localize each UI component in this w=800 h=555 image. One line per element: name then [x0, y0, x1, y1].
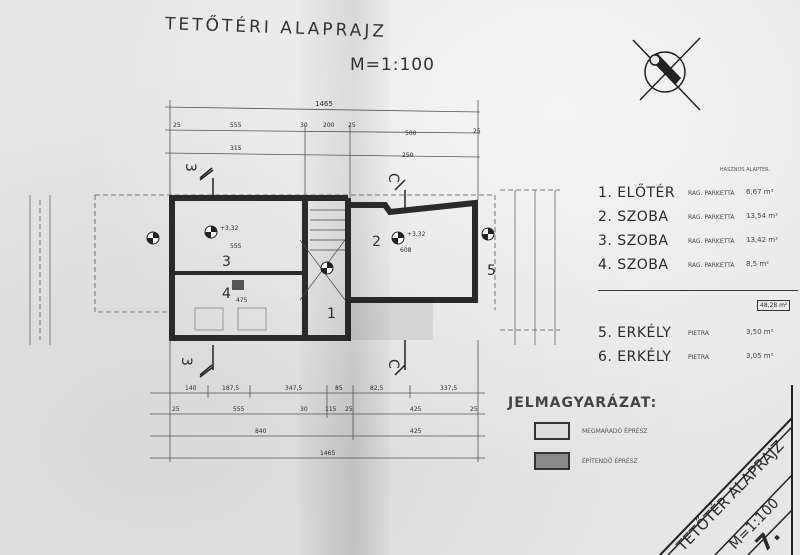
level-label: +3,32 [407, 231, 426, 238]
room-number-3: 3 [222, 254, 231, 270]
legend-swatch-new [534, 452, 570, 470]
balcony-material: PIETRA [688, 330, 709, 337]
dim-top: 25 [173, 122, 181, 129]
room-material: RAG. PARKETTA [688, 238, 735, 245]
dim-top: 555 [230, 122, 242, 129]
dim-bottom: 25 [172, 406, 180, 413]
legend-swatch-existing [534, 422, 570, 440]
dim-bottom: 25 [470, 406, 478, 413]
balcony-area: 3,50 m² [746, 328, 774, 336]
schedule-row: 4. SZOBA RAG. PARKETTA 8,5 m² [598, 257, 798, 281]
legend-label: ÉPÍTENDŐ ÉPRÉSZ [582, 458, 638, 465]
legend-title: JELMAGYARÁZAT: [508, 395, 658, 411]
bed-outline [194, 307, 224, 331]
dim-top: 250 [402, 152, 414, 159]
room-number-5: 5 [487, 263, 496, 279]
total-area: 48,28 m² [757, 300, 791, 311]
section-marker [199, 167, 406, 378]
section-label: 3 [178, 357, 194, 366]
dim-bottom: 337,5 [440, 385, 457, 392]
room-area: 6,67 m² [746, 188, 774, 196]
room-name: 4. SZOBA [598, 257, 669, 273]
schedule-row: 3. SZOBA RAG. PARKETTA 13,42 m² [598, 233, 798, 257]
room-name: 1. ELŐTÉR [598, 185, 676, 201]
roof-outline [39, 189, 560, 340]
room-material: RAG. PARKETTA [688, 214, 735, 221]
dim-bottom: 187,5 [222, 385, 239, 392]
dim-top: 200 [323, 122, 335, 129]
north-arrow-icon [632, 37, 701, 111]
bed-outline [237, 307, 267, 331]
dim-bottom: 555 [233, 406, 245, 413]
dim-bottom: 840 [255, 428, 267, 435]
schedule-header: HASZNOS ALAPTER. [719, 167, 770, 173]
level-label: +3,32 [220, 225, 239, 232]
room-dimension: 608 [400, 247, 412, 254]
walls [169, 195, 478, 341]
dim-top: 25 [473, 128, 481, 135]
room-dimension: 555 [230, 243, 242, 250]
dim-top: 500 [405, 130, 417, 137]
dim-bottom: 425 [410, 406, 422, 413]
balcony-name: 6. ERKÉLY [598, 349, 672, 365]
dim-bottom: 115 [325, 406, 337, 413]
dim-overall-top: 1465 [315, 100, 333, 108]
room-number-2: 2 [372, 234, 381, 250]
room-area: 13,54 m² [746, 212, 778, 220]
schedule-row: 5. ERKÉLY PIETRA 3,50 m² [598, 325, 798, 349]
dim-bottom: 347,5 [285, 385, 302, 392]
dim-bottom: 85 [335, 385, 343, 392]
dim-top: 25 [348, 122, 356, 129]
legend-label: MEGMARADÓ ÉPRÉSZ [582, 428, 648, 435]
stair-landing [348, 300, 433, 340]
dim-top: 30 [300, 122, 308, 129]
schedule-row: 2. SZOBA RAG. PARKETTA 13,54 m² [598, 209, 798, 233]
dim-bottom: 30 [300, 406, 308, 413]
dim-bottom: 140 [185, 385, 197, 392]
room-name: 3. SZOBA [598, 233, 669, 249]
balcony-name: 5. ERKÉLY [598, 325, 672, 341]
room-schedule: 1. ELŐTÉR RAG. PARKETTA 6,67 m² 2. SZOBA… [598, 185, 798, 373]
dim-top: 315 [230, 145, 242, 152]
section-label: 3 [182, 163, 198, 172]
drawing-scale: M=1:100 [350, 55, 435, 75]
room-area: 8,5 m² [746, 260, 769, 268]
dim-bottom: 1465 [320, 450, 335, 457]
room-name: 2. SZOBA [598, 209, 669, 225]
dim-bottom: 82,5 [370, 385, 384, 392]
section-label: C [385, 359, 401, 369]
balcony-area: 3,05 m² [746, 352, 774, 360]
section-label: C [385, 173, 401, 183]
room-dimension: 475 [236, 297, 248, 304]
room-material: RAG. PARKETTA [688, 190, 735, 197]
dimension-lines-top [164, 100, 481, 200]
room-area: 13,42 m² [746, 236, 778, 244]
schedule-row: 6. ERKÉLY PIETRA 3,05 m² [598, 349, 798, 373]
level-marker-icon [146, 225, 495, 275]
balcony-material: PIETRA [688, 354, 709, 361]
dimension-lines-side [29, 190, 556, 345]
schedule-divider [598, 290, 798, 291]
dim-bottom: 25 [345, 406, 353, 413]
room-material: RAG. PARKETTA [688, 262, 735, 269]
room-number-1: 1 [327, 306, 336, 322]
chimney [232, 280, 244, 290]
schedule-row: 1. ELŐTÉR RAG. PARKETTA 6,67 m² [598, 185, 798, 209]
dim-bottom: 425 [410, 428, 422, 435]
dimension-lines-bottom [150, 340, 485, 462]
room-number-4: 4 [222, 286, 231, 302]
